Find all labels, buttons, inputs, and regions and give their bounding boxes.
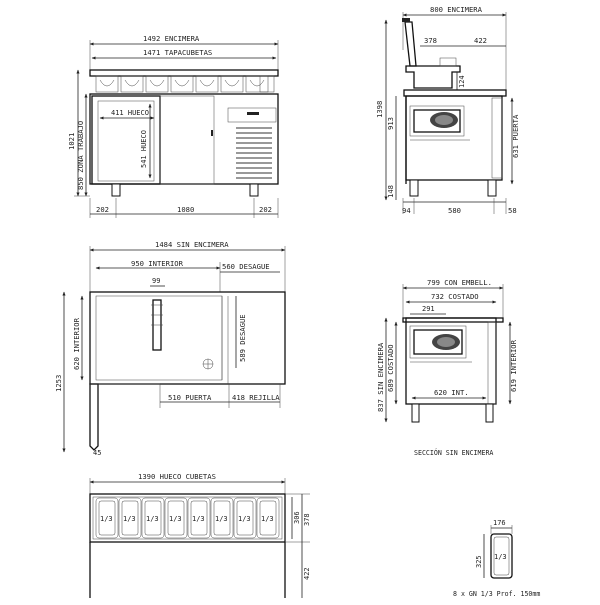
section-caption: SECCIÓN SIN ENCIMERA bbox=[414, 448, 493, 457]
section-width-interior: 620 INT. bbox=[434, 388, 469, 397]
side-height-mid: 913 bbox=[386, 117, 395, 130]
gn-bucket: 1/3 bbox=[141, 497, 165, 539]
gn-bucket: 1/3 bbox=[187, 497, 211, 539]
top-depth-interior: 620 INTERIOR bbox=[72, 317, 81, 370]
side-bottom-right: 58 bbox=[508, 206, 517, 215]
section-width-embell: 799 CON EMBELL. bbox=[427, 278, 492, 287]
side-bottom-left: 94 bbox=[402, 206, 411, 215]
bucket-depth-1: 306 bbox=[293, 511, 301, 524]
gn-bucket-label: 1/3 bbox=[261, 515, 274, 523]
bucket-depth-3: 422 bbox=[303, 567, 311, 580]
section-width-costado: 732 COSTADO bbox=[431, 292, 479, 301]
gn-bucket: 1/3 bbox=[233, 497, 257, 539]
front-height-total: 1021 bbox=[67, 133, 76, 150]
gn-bucket: 1/3 bbox=[95, 497, 119, 539]
top-corner-dim: 45 bbox=[93, 449, 101, 457]
front-view: 1492 ENCIMERA 1471 TAPACUBETAS bbox=[67, 34, 279, 218]
front-bottom-center: 1080 bbox=[177, 205, 194, 214]
bucket-depth-2: 378 bbox=[303, 513, 311, 526]
side-view: 800 ENCIMERA 378 422 124 1398 bbox=[375, 5, 520, 215]
gn-width: 176 bbox=[493, 519, 506, 527]
gn-bucket-label: 1/3 bbox=[238, 515, 251, 523]
bucket-slots: 1/3 1/3 1/3 1/3 1/3 bbox=[95, 497, 280, 539]
side-width-a: 378 bbox=[424, 36, 437, 45]
side-box-height: 124 bbox=[458, 75, 466, 88]
gn-bucket-label: 1/3 bbox=[169, 515, 182, 523]
gn-detail: 176 1/3 325 8 x GN 1/3 Prof. 150mm bbox=[453, 519, 540, 598]
gn-bucket-label: 1/3 bbox=[192, 515, 205, 523]
side-width-total: 800 ENCIMERA bbox=[430, 5, 483, 14]
gn-bucket: 1/3 bbox=[210, 497, 234, 539]
gn-detail-label: 1/3 bbox=[494, 553, 507, 561]
bucket-view: 1390 HUECO CUBETAS 1/3 1/3 1/3 bbox=[89, 472, 311, 598]
side-height-foot: 148 bbox=[386, 185, 395, 198]
section-height-sin: 837 SIN ENCIMERA bbox=[376, 342, 385, 412]
top-width-total: 1484 SIN ENCIMERA bbox=[155, 240, 229, 249]
gn-bucket-label: 1/3 bbox=[100, 515, 113, 523]
gn-bucket-label: 1/3 bbox=[146, 515, 159, 523]
front-bottom-left: 202 bbox=[96, 205, 109, 214]
top-rejilla-width: 418 REJILLA bbox=[232, 393, 280, 402]
front-hueco-width: 411 HUECO bbox=[111, 109, 149, 117]
front-width-tapa: 1471 TAPACUBETAS bbox=[143, 48, 212, 57]
side-width-b: 422 bbox=[474, 36, 487, 45]
front-bucket-lids bbox=[95, 75, 275, 93]
top-depth-total: 1253 bbox=[54, 375, 63, 392]
front-height-work: 850 ZONA TRABAJO bbox=[76, 121, 85, 190]
top-door-width: 510 PUERTA bbox=[168, 393, 212, 402]
gn-bucket-label: 1/3 bbox=[123, 515, 136, 523]
top-small-dim: 99 bbox=[152, 277, 160, 285]
top-width-interior: 950 INTERIOR bbox=[131, 259, 184, 268]
gn-height: 325 bbox=[475, 555, 483, 568]
side-bottom-mid: 580 bbox=[448, 206, 461, 215]
top-depth-desague: 589 DESAGUE bbox=[238, 314, 247, 362]
top-width-desague: 560 DESAGUE bbox=[222, 262, 270, 271]
section-view: 799 CON EMBELL. 732 COSTADO 291 837 SIN … bbox=[376, 278, 518, 457]
front-width-total: 1492 ENCIMERA bbox=[143, 34, 200, 43]
side-door-height: 631 PUERTA bbox=[511, 114, 520, 158]
bucket-hueco-width: 1390 HUECO CUBETAS bbox=[138, 472, 216, 481]
front-ventilation-grill bbox=[236, 127, 272, 179]
section-width-small: 291 bbox=[422, 305, 435, 313]
gn-bucket: 1/3 bbox=[118, 497, 142, 539]
section-height-costado: 689 COSTADO bbox=[386, 344, 395, 392]
gn-bucket: 1/3 bbox=[164, 497, 188, 539]
section-height-interior: 619 INTERIOR bbox=[509, 339, 518, 392]
gn-caption: 8 x GN 1/3 Prof. 150mm bbox=[453, 590, 540, 598]
gn-bucket: 1/3 bbox=[256, 497, 280, 539]
gn-bucket-label: 1/3 bbox=[215, 515, 228, 523]
front-bottom-right: 202 bbox=[259, 205, 272, 214]
top-view: 1484 SIN ENCIMERA 950 INTERIOR 560 DESAG… bbox=[54, 240, 286, 457]
side-height-total: 1398 bbox=[375, 101, 384, 118]
front-hueco-height: 541 HUECO bbox=[140, 130, 148, 168]
